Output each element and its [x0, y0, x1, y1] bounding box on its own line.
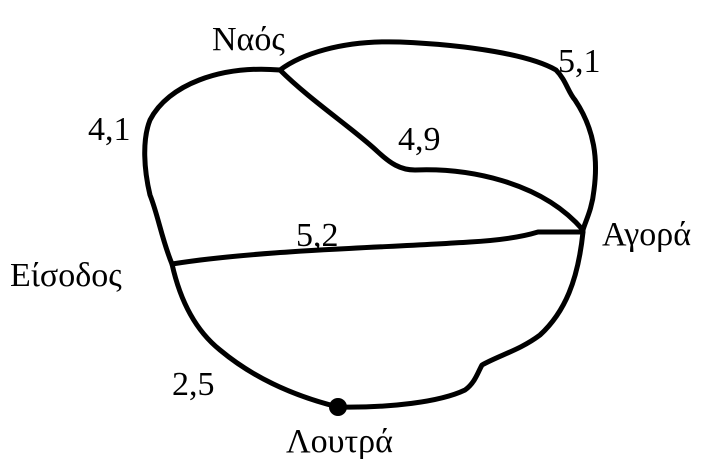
node-label-baths: Λουτρά — [286, 423, 393, 460]
node-label-entrance: Είσοδος — [10, 257, 122, 294]
edge-label-entrance-market: 5,2 — [296, 217, 339, 254]
edge-label-temple-market: 5,1 — [558, 43, 601, 80]
path-temple-market-inner — [277, 67, 586, 233]
path-baths-market — [335, 229, 586, 410]
edge-label-entrance-temple: 4,1 — [88, 111, 131, 148]
path-temple-market-outer — [277, 39, 598, 233]
path-entrance-temple — [142, 66, 283, 267]
path-entrance-baths — [169, 261, 341, 410]
baths-node-dot — [329, 398, 347, 416]
edge-label-entrance-baths: 2,5 — [172, 366, 215, 403]
node-label-market: Αγορά — [602, 216, 691, 253]
edge-label-temple-market-inner: 4,9 — [398, 121, 441, 158]
node-label-temple: Ναός — [212, 21, 285, 58]
path-entrance-market — [169, 229, 586, 267]
